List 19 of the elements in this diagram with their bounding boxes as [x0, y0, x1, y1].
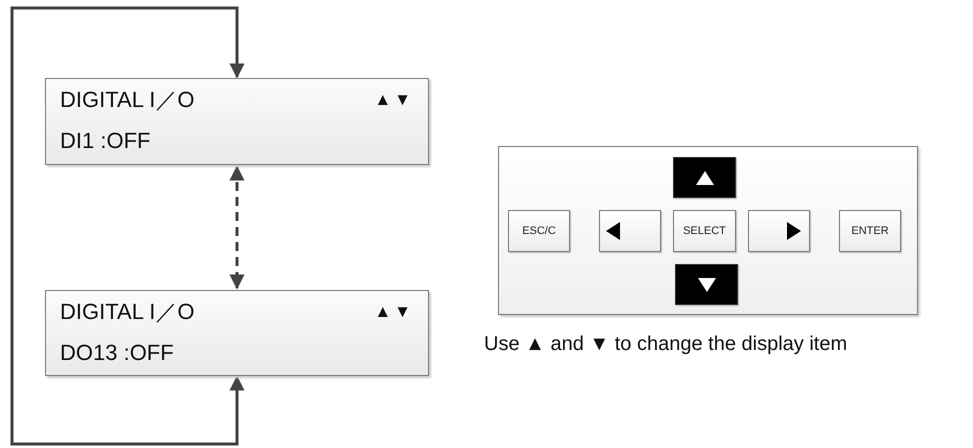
scroll-indicator: ▲▼ [374, 89, 414, 111]
key-button: ENTER [839, 210, 901, 252]
lcd-display-screen [45, 290, 429, 376]
lcd-display-screen [45, 78, 429, 165]
arrow-key [675, 264, 738, 305]
display-title: DIGITAL I／O [60, 88, 194, 112]
display-value: DI1 :OFF [60, 129, 150, 153]
arrow-key [748, 210, 810, 252]
display-value: DO13 :OFF [60, 341, 174, 365]
display-title: DIGITAL I／O [60, 300, 194, 324]
arrow [10, 6, 244, 446]
key-button: SELECT [673, 210, 736, 252]
key-button: ESC/C [508, 210, 570, 252]
arrow-key [599, 210, 661, 252]
arrow [230, 166, 244, 290]
caption-text: Use ▲ and ▼ to change the display item [484, 333, 848, 356]
arrow-key [673, 157, 736, 198]
keypad-panel [498, 146, 918, 315]
scroll-indicator: ▲▼ [374, 301, 414, 323]
